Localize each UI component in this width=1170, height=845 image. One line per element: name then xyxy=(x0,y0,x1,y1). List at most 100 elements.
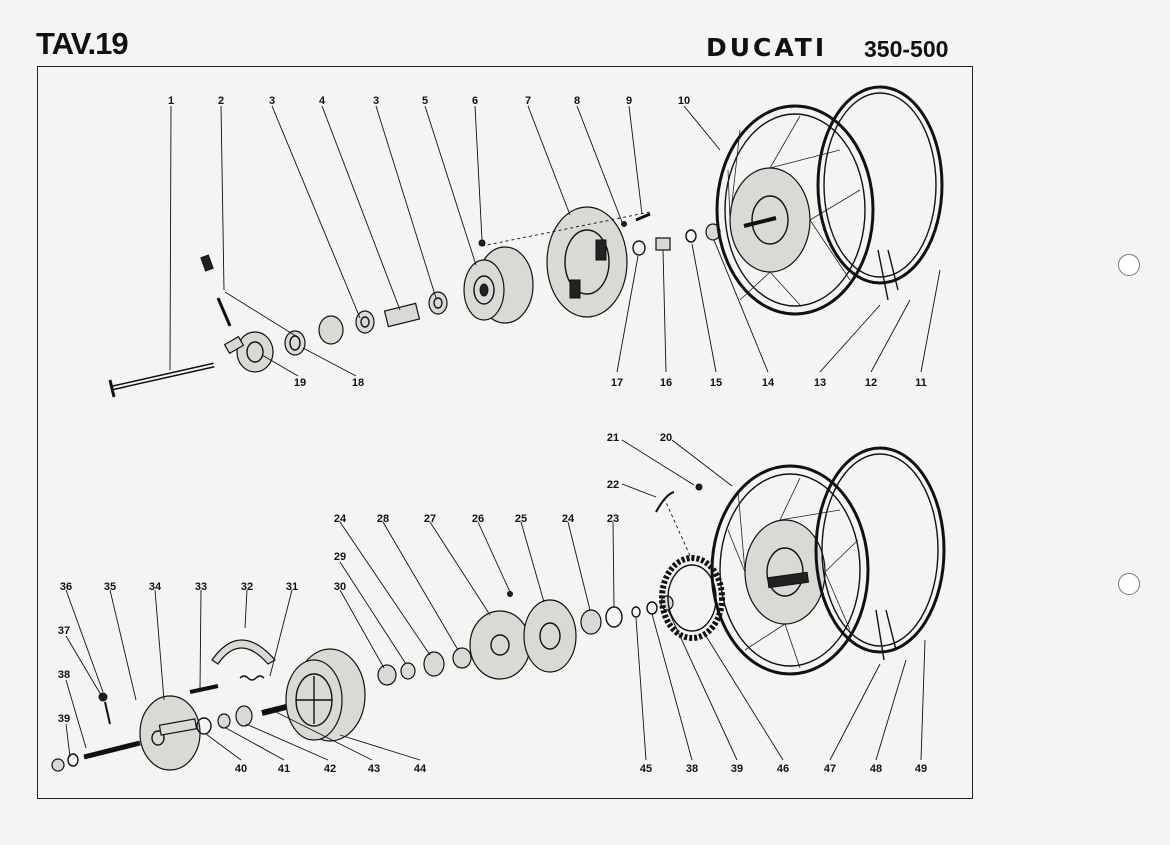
callout-16: 16 xyxy=(660,377,672,389)
rear-brake-plate xyxy=(139,695,201,771)
rear-axle xyxy=(83,740,141,760)
rear-bearing-seal xyxy=(235,705,253,727)
rear-tyre xyxy=(814,446,946,654)
binder-hole-bottom xyxy=(1118,573,1140,595)
callout-43: 43 xyxy=(368,763,380,775)
callout-29: 29 xyxy=(334,551,346,563)
callout-23: 23 xyxy=(607,513,619,525)
callout-27: 27 xyxy=(424,513,436,525)
drive-washer xyxy=(423,651,445,677)
front-hub xyxy=(463,246,534,324)
drive-bushing xyxy=(452,647,472,669)
callout-40: 40 xyxy=(235,763,247,775)
callout-22: 22 xyxy=(607,479,619,491)
callout-25: 25 xyxy=(515,513,527,525)
wheel-spacer xyxy=(383,302,421,328)
drive-spacer xyxy=(400,662,416,680)
wheel-bearing-left xyxy=(318,310,375,345)
callout-33: 33 xyxy=(195,581,207,593)
front-axle xyxy=(108,362,215,398)
callout-37: 37 xyxy=(58,625,70,637)
callout-48: 48 xyxy=(870,763,882,775)
callout-30: 30 xyxy=(334,581,346,593)
model-range: 350-500 xyxy=(864,36,949,62)
brake-bolt xyxy=(635,212,651,222)
callout-11: 11 xyxy=(915,377,927,389)
callout-44: 44 xyxy=(414,763,427,775)
callout-13: 13 xyxy=(814,377,826,389)
brake-shoe xyxy=(211,639,276,665)
rear-wheel xyxy=(710,464,870,676)
callout-14: 14 xyxy=(762,377,775,389)
callout-2: 2 xyxy=(218,95,224,107)
front-tyre xyxy=(816,85,944,285)
callout-26: 26 xyxy=(472,513,484,525)
washer xyxy=(632,240,646,256)
callout-3b: 3 xyxy=(373,95,379,107)
front-brake-plate xyxy=(546,206,628,318)
callout-35: 35 xyxy=(104,581,116,593)
callout-24b: 24 xyxy=(562,513,575,525)
callout-38a: 38 xyxy=(58,669,70,681)
axle-nut xyxy=(51,758,65,772)
front-wheel-assembly xyxy=(108,85,944,398)
callout-5: 5 xyxy=(422,95,428,107)
callout-6: 6 xyxy=(472,95,478,107)
rear-spoke xyxy=(885,609,897,651)
callout-46: 46 xyxy=(777,763,789,775)
circlip-rear xyxy=(631,606,641,618)
callout-36: 36 xyxy=(60,581,72,593)
callout-21: 21 xyxy=(607,432,619,444)
speedometer-drive-housing xyxy=(223,331,274,373)
brake-rod-clip xyxy=(655,491,675,513)
leader-lines xyxy=(65,105,941,761)
drive-bearing xyxy=(377,664,397,686)
shoe-spring xyxy=(239,675,265,681)
callout-12: 12 xyxy=(865,377,877,389)
callout-17: 17 xyxy=(611,377,623,389)
callout-28: 28 xyxy=(377,513,389,525)
callout-39b: 39 xyxy=(731,763,743,775)
carrier-bearing xyxy=(580,609,602,635)
brake-rod-pin xyxy=(695,483,703,491)
callout-7: 7 xyxy=(525,95,531,107)
callout-20: 20 xyxy=(660,432,672,444)
front-wheel xyxy=(715,104,875,316)
bushing xyxy=(655,237,671,251)
callout-numbers: 1 2 3 4 3 5 6 7 8 9 10 19 18 17 16 15 14… xyxy=(58,95,927,775)
binder-hole-top xyxy=(1118,254,1140,276)
callout-9: 9 xyxy=(626,95,632,107)
spacer-washer xyxy=(196,717,212,735)
hub-bolt xyxy=(478,239,486,247)
washer-rear xyxy=(646,601,658,615)
seal-ring xyxy=(284,330,306,356)
callout-47: 47 xyxy=(824,763,836,775)
diagram-frame xyxy=(37,66,973,799)
callout-38b: 38 xyxy=(686,763,698,775)
callout-42: 42 xyxy=(324,763,336,775)
rear-wheel-assembly xyxy=(51,446,946,772)
callout-31: 31 xyxy=(286,581,298,593)
table-number: TAV.19 xyxy=(36,26,129,61)
rear-hub-drum xyxy=(285,648,366,742)
callout-24a: 24 xyxy=(334,513,347,525)
axle-washer xyxy=(67,753,79,767)
callout-18: 18 xyxy=(352,377,364,389)
wheel-bearing-right xyxy=(428,291,448,315)
rear-spoke-nipple xyxy=(875,609,885,661)
callout-19: 19 xyxy=(294,377,306,389)
carrier-bolt xyxy=(507,591,513,597)
callout-3a: 3 xyxy=(269,95,275,107)
brand-logo: DUCATI xyxy=(706,33,828,62)
rear-bearing-left xyxy=(217,713,231,729)
speedometer-drive-bolt xyxy=(200,254,232,327)
callout-32: 32 xyxy=(241,581,253,593)
callout-41: 41 xyxy=(278,763,290,775)
sprocket-carrier xyxy=(523,599,577,673)
callout-49: 49 xyxy=(915,763,927,775)
callout-39a: 39 xyxy=(58,713,70,725)
brake-cam xyxy=(189,684,219,694)
callout-15: 15 xyxy=(710,377,722,389)
spoke xyxy=(887,249,899,291)
